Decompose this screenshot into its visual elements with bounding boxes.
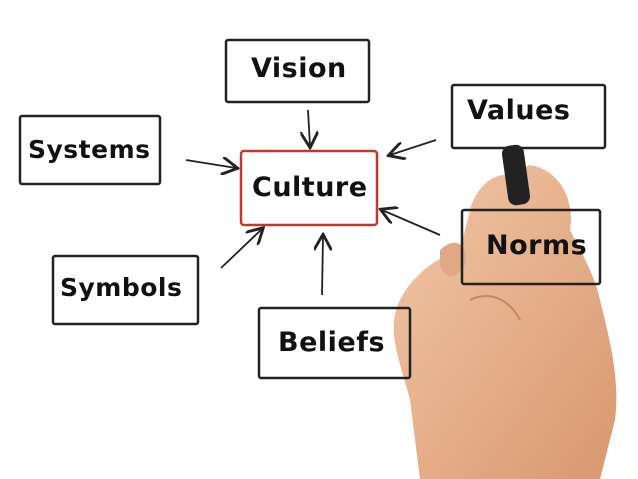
node-symbols: Symbols <box>60 273 183 302</box>
box-beliefs <box>257 306 412 380</box>
box-norms <box>460 208 602 286</box>
arrow-systems <box>185 160 236 168</box>
box-vision <box>224 38 371 104</box>
box-culture <box>239 149 379 227</box>
arrow-norms <box>382 210 441 236</box>
node-systems: Systems <box>28 135 151 164</box>
node-culture: Culture <box>252 172 368 203</box>
box-systems <box>18 114 162 186</box>
node-beliefs: Beliefs <box>278 327 386 358</box>
arrow-beliefs <box>322 236 323 296</box>
node-vision: Vision <box>251 53 347 84</box>
node-values: Values <box>467 95 571 126</box>
arrow-symbols <box>220 229 262 269</box>
arrow-values <box>390 139 437 155</box>
box-symbols <box>51 254 200 326</box>
hand-image <box>393 144 617 479</box>
arrow-vision <box>308 109 310 146</box>
node-norms: Norms <box>486 230 588 261</box>
box-values <box>450 83 607 150</box>
